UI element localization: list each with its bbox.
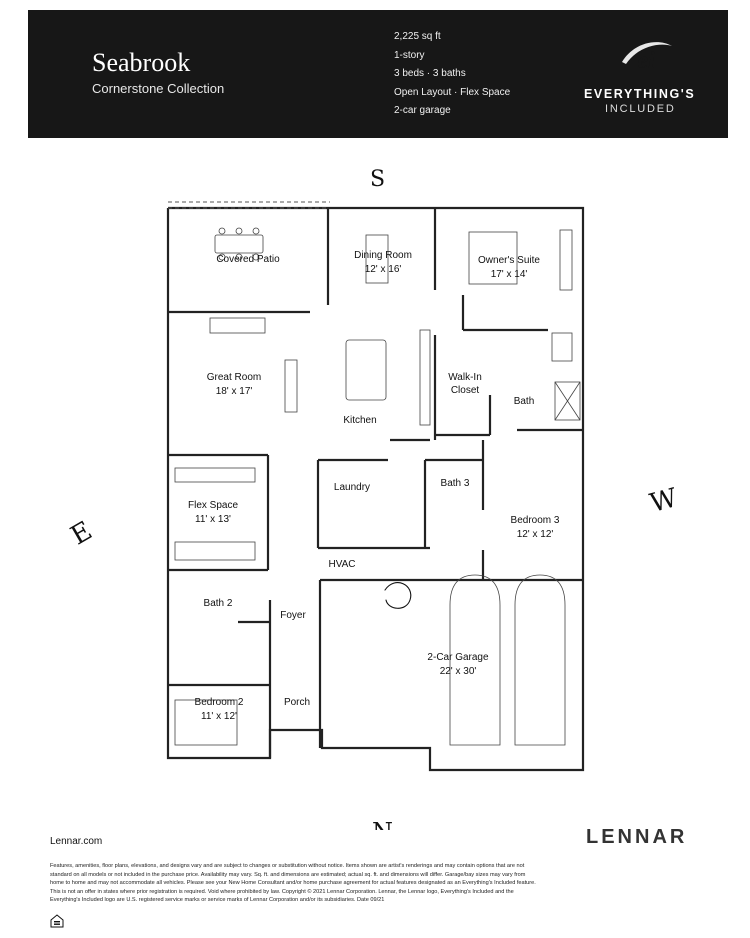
handwritten-west: W: [647, 483, 681, 519]
spec-garage: 2-car garage: [394, 105, 451, 116]
label-kitchen: Kitchen: [343, 415, 376, 426]
lennar-logo: LENNAR: [586, 826, 688, 848]
spec-stories: 1-story: [394, 49, 425, 61]
size-bedroom-2: 11' x 12': [201, 711, 237, 722]
disclaimer-line: standard on all models or not included i…: [50, 871, 526, 878]
disclaimer-line: Features, amenities, floor plans, elevat…: [50, 863, 525, 869]
legal-disclaimer: Features, amenities, floor plans, elevat…: [50, 862, 710, 905]
size-flex-space: 11' x 13': [195, 514, 231, 525]
handwritten-north: N: [372, 818, 393, 830]
label-bedroom-2: Bedroom 2: [195, 697, 244, 708]
disclaimer-line: home to home and may not accommodate all…: [50, 880, 536, 886]
logo-line-2: INCLUDED: [605, 103, 676, 115]
label-bedroom-3: Bedroom 3: [511, 515, 560, 526]
handwritten-south: S: [370, 167, 385, 192]
size-garage: 22' x 30': [440, 666, 477, 677]
handwritten-scribble: [384, 582, 412, 609]
plan-title: Seabrook: [92, 48, 191, 77]
floor-plan: Covered Patio Dining Room 12' x 16' Owne…: [66, 167, 681, 830]
disclaimer-line: This is not an offer in states where pri…: [50, 888, 514, 895]
plan-specs: 2,225 sq ft 1-story 3 beds · 3 baths Ope…: [394, 28, 510, 121]
label-foyer: Foyer: [280, 610, 306, 621]
size-dining-room: 12' x 16': [365, 264, 402, 275]
website-link[interactable]: Lennar.com: [50, 836, 103, 847]
collection-name: Cornerstone Collection: [92, 81, 225, 96]
label-great-room: Great Room: [207, 372, 261, 383]
fixtures: [174, 227, 581, 746]
label-bath-3: Bath 3: [441, 478, 470, 489]
ei-logo-icon: ei: [622, 42, 672, 74]
label-laundry: Laundry: [334, 482, 370, 493]
spec-layout: Open Layout · Flex Space: [394, 86, 511, 98]
size-bedroom-3: 12' x 12': [517, 529, 554, 540]
label-covered-patio: Covered Patio: [216, 254, 280, 265]
label-bath: Bath: [514, 396, 535, 407]
equal-housing-icon: [50, 914, 64, 928]
size-owners-suite: 17' x 14': [491, 269, 528, 280]
label-walk-in-closet-2: Closet: [451, 385, 480, 396]
interior-walls: [168, 208, 583, 758]
handwritten-east: E: [66, 516, 97, 551]
label-garage: 2-Car Garage: [427, 652, 489, 663]
label-owners-suite: Owner's Suite: [478, 255, 540, 266]
label-porch: Porch: [284, 697, 310, 708]
spec-beds-baths: 3 beds · 3 baths: [394, 68, 466, 79]
spec-sqft: 2,225 sq ft: [394, 31, 441, 42]
label-flex-space: Flex Space: [188, 500, 238, 511]
exterior-walls: [166, 201, 585, 772]
header-banner: Seabrook Cornerstone Collection 2,225 sq…: [28, 10, 728, 138]
room-labels: Covered Patio Dining Room 12' x 16' Owne…: [188, 250, 560, 722]
label-dining-room: Dining Room: [354, 250, 412, 261]
logo-line-1: EVERYTHING'S: [584, 87, 696, 101]
disclaimer-line: Everything's Included logo are U.S. regi…: [50, 897, 385, 903]
label-hvac: HVAC: [328, 559, 355, 570]
label-walk-in-closet: Walk-In: [448, 372, 482, 383]
size-great-room: 18' x 17': [216, 386, 253, 397]
label-bath-2: Bath 2: [204, 598, 233, 609]
ei-logo-mark: ei: [637, 48, 655, 74]
